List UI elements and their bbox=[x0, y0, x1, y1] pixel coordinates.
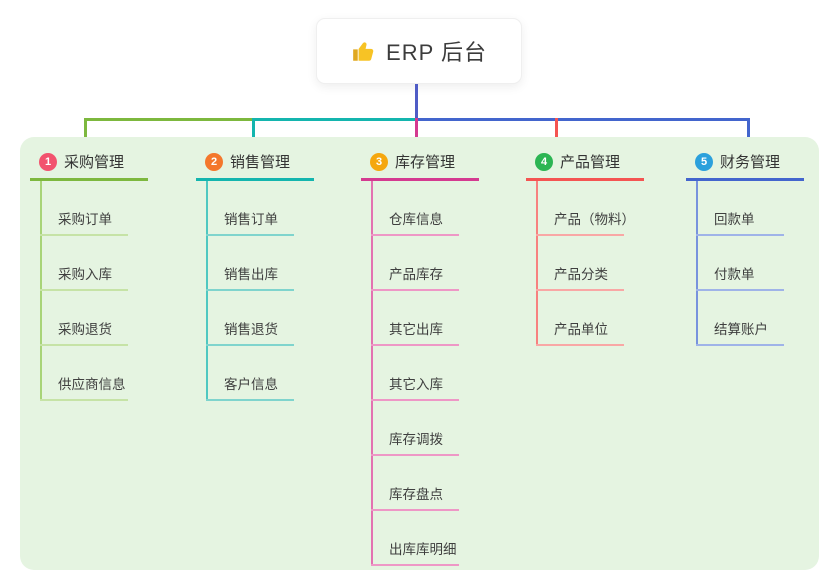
bus-line-segment bbox=[253, 118, 416, 121]
branch-5-header[interactable]: 5 财务管理 bbox=[686, 137, 804, 181]
branch-1-label: 采购管理 bbox=[64, 154, 125, 171]
branch-3: 3 库存管理仓库信息产品库存其它出库其它入库库存调拨库存盘点出库库明细 bbox=[361, 137, 479, 566]
branch-2-item-3[interactable]: 销售退货 bbox=[206, 291, 294, 346]
branch-2-child-connector bbox=[206, 181, 208, 401]
child-node-label: 产品分类 bbox=[554, 267, 608, 282]
branch-1-item-2[interactable]: 采购入库 bbox=[40, 236, 128, 291]
child-node-label: 结算账户 bbox=[714, 322, 768, 337]
branch-3-child-connector bbox=[371, 181, 373, 566]
root-label: ERP 后台 bbox=[386, 40, 487, 65]
branch-2-item-1[interactable]: 销售订单 bbox=[206, 181, 294, 236]
child-node-label: 回款单 bbox=[714, 212, 755, 227]
branch-1-number-badge: 1 bbox=[39, 152, 57, 171]
child-node-label: 采购入库 bbox=[58, 267, 112, 282]
branch-2-header[interactable]: 2 销售管理 bbox=[196, 137, 314, 181]
branch-1-item-3[interactable]: 采购退货 bbox=[40, 291, 128, 346]
branch-5-number-badge: 5 bbox=[695, 152, 713, 171]
branch-3-header[interactable]: 3 库存管理 bbox=[361, 137, 479, 181]
child-node-label: 销售退货 bbox=[224, 322, 278, 337]
branch-4-item-2[interactable]: 产品分类 bbox=[536, 236, 624, 291]
branch-3-number-badge: 3 bbox=[370, 152, 388, 171]
branch-3-item-7[interactable]: 出库库明细 bbox=[371, 511, 459, 566]
root-node[interactable]: ERP 后台 bbox=[316, 18, 522, 84]
root-connector-line bbox=[415, 84, 418, 121]
thumbs-up-icon bbox=[351, 38, 377, 64]
child-node-label: 产品（物料） bbox=[554, 212, 635, 227]
branch-2-label: 销售管理 bbox=[230, 154, 291, 171]
bus-line-segment bbox=[84, 118, 253, 121]
branch-2-children: 销售订单销售出库销售退货客户信息 bbox=[196, 181, 314, 401]
branch-3-item-4[interactable]: 其它入库 bbox=[371, 346, 459, 401]
branch-4-item-3[interactable]: 产品单位 bbox=[536, 291, 624, 346]
child-node-label: 采购退货 bbox=[58, 322, 112, 337]
branch-4-label: 产品管理 bbox=[560, 154, 621, 171]
branch-4-number-badge: 4 bbox=[535, 152, 553, 171]
branch-5-label: 财务管理 bbox=[720, 154, 781, 171]
branch-4-child-connector bbox=[536, 181, 538, 346]
child-node-label: 产品单位 bbox=[554, 322, 608, 337]
branch-3-item-6[interactable]: 库存盘点 bbox=[371, 456, 459, 511]
child-node-label: 销售订单 bbox=[224, 212, 278, 227]
branch-1-item-1[interactable]: 采购订单 bbox=[40, 181, 128, 236]
branch-3-item-1[interactable]: 仓库信息 bbox=[371, 181, 459, 236]
branch-2-item-4[interactable]: 客户信息 bbox=[206, 346, 294, 401]
branch-2-number-badge: 2 bbox=[205, 152, 223, 171]
branch-1-header[interactable]: 1 采购管理 bbox=[30, 137, 148, 181]
branch-5-child-connector bbox=[696, 181, 698, 346]
branch-4-drop-line bbox=[555, 118, 558, 149]
branch-4-item-1[interactable]: 产品（物料） bbox=[536, 181, 635, 236]
bus-line-segment bbox=[416, 118, 750, 121]
child-node-label: 库存调拨 bbox=[389, 432, 443, 447]
branch-3-drop-line bbox=[415, 118, 418, 149]
branch-1-drop-line bbox=[84, 118, 87, 149]
child-node-label: 库存盘点 bbox=[389, 487, 443, 502]
branch-5-drop-line bbox=[747, 118, 750, 149]
child-node-label: 客户信息 bbox=[224, 377, 278, 392]
child-node-label: 其它入库 bbox=[389, 377, 443, 392]
child-node-label: 销售出库 bbox=[224, 267, 278, 282]
branch-1-children: 采购订单采购入库采购退货供应商信息 bbox=[30, 181, 148, 401]
branch-2-drop-line bbox=[252, 118, 255, 149]
branch-2-item-2[interactable]: 销售出库 bbox=[206, 236, 294, 291]
branch-2: 2 销售管理销售订单销售出库销售退货客户信息 bbox=[196, 137, 314, 401]
child-node-label: 出库库明细 bbox=[389, 542, 457, 557]
child-node-label: 供应商信息 bbox=[58, 377, 126, 392]
child-node-label: 采购订单 bbox=[58, 212, 112, 227]
branch-1-item-4[interactable]: 供应商信息 bbox=[40, 346, 128, 401]
branch-4-children: 产品（物料） 产品分类产品单位 bbox=[526, 181, 644, 346]
branch-5-item-3[interactable]: 结算账户 bbox=[696, 291, 784, 346]
branch-5: 5 财务管理回款单付款单结算账户 bbox=[686, 137, 804, 346]
branch-5-item-1[interactable]: 回款单 bbox=[696, 181, 784, 236]
branch-1-child-connector bbox=[40, 181, 42, 401]
branch-5-item-2[interactable]: 付款单 bbox=[696, 236, 784, 291]
branch-5-children: 回款单付款单结算账户 bbox=[686, 181, 804, 346]
child-node-label: 其它出库 bbox=[389, 322, 443, 337]
child-node-label: 仓库信息 bbox=[389, 212, 443, 227]
branch-1: 1 采购管理采购订单采购入库采购退货供应商信息 bbox=[30, 137, 148, 401]
branch-3-item-3[interactable]: 其它出库 bbox=[371, 291, 459, 346]
branch-4-header[interactable]: 4 产品管理 bbox=[526, 137, 644, 181]
branch-3-item-2[interactable]: 产品库存 bbox=[371, 236, 459, 291]
branch-3-item-5[interactable]: 库存调拨 bbox=[371, 401, 459, 456]
branches-panel: 1 采购管理采购订单采购入库采购退货供应商信息 2 销售管理销售订单销售出库销售退货客… bbox=[20, 137, 819, 570]
branch-3-label: 库存管理 bbox=[395, 154, 456, 171]
branch-4: 4 产品管理产品（物料） 产品分类产品单位 bbox=[526, 137, 644, 346]
branch-3-children: 仓库信息产品库存其它出库其它入库库存调拨库存盘点出库库明细 bbox=[361, 181, 479, 566]
child-node-label: 产品库存 bbox=[389, 267, 443, 282]
child-node-label: 付款单 bbox=[714, 267, 755, 282]
